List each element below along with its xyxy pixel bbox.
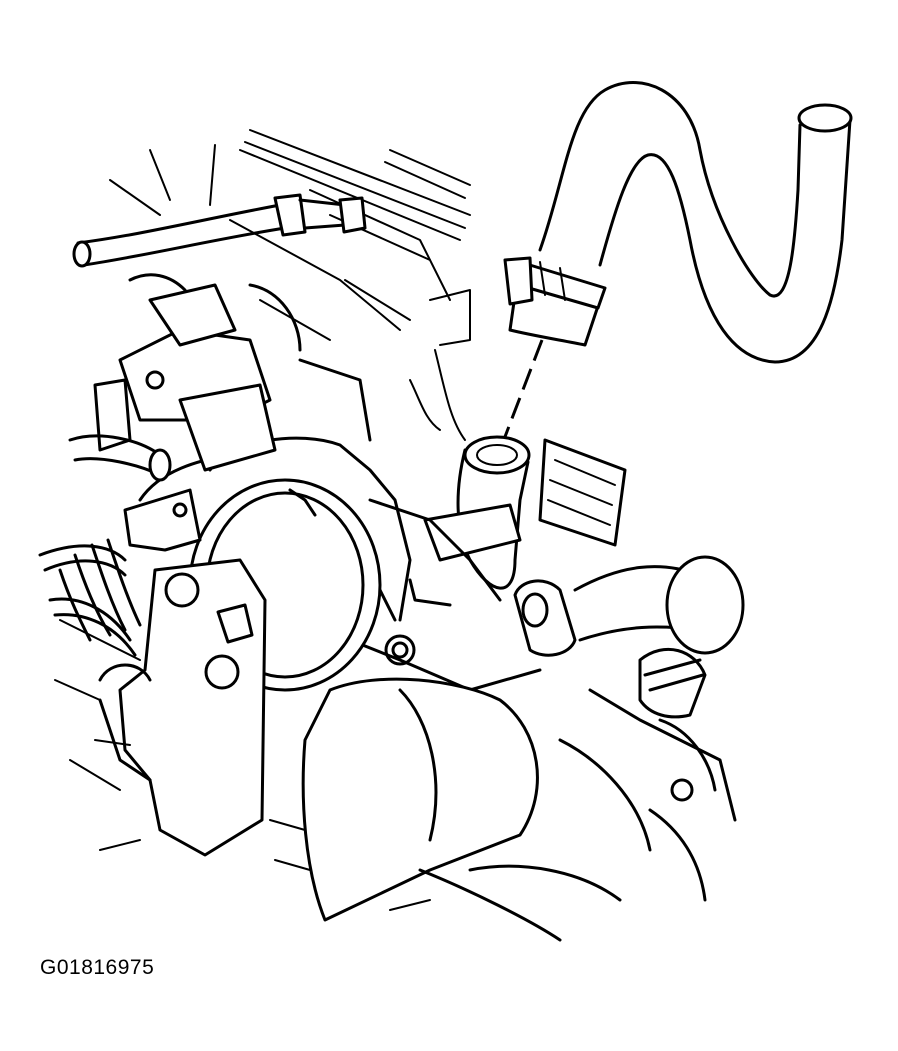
intake-bellows — [38, 538, 142, 657]
figure-id-label: G01816975 — [40, 956, 155, 979]
background-strokes — [54, 289, 471, 911]
throttle-lever — [98, 488, 267, 857]
sensor-cluster — [68, 273, 302, 482]
lower-housing — [468, 688, 737, 902]
engine-cover-ribs — [109, 129, 471, 341]
coolant-hose-right — [513, 438, 745, 719]
alignment-line — [496, 339, 544, 456]
coolant-hose-upper — [538, 81, 853, 364]
vacuum-hose-left — [72, 193, 367, 268]
air-intake-duct — [301, 677, 562, 942]
hose-clamp — [503, 256, 607, 347]
coolant-outlet-fitting — [423, 435, 531, 590]
